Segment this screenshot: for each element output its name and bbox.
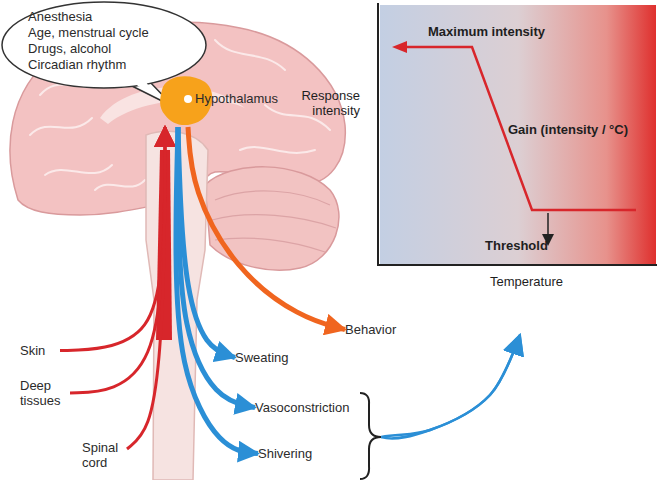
signal-arrow [312,335,520,454]
input-label: Deep tissues [20,378,70,408]
output-label: Behavior [345,322,396,337]
fold-line [215,191,330,205]
gyrus-line [95,180,145,190]
signal-arrow [349,335,520,439]
node-label: Spinal cord [82,440,127,470]
node-label: Vasoconstriction [255,400,349,415]
node-label: Circadian rhythm [28,57,126,72]
curve-arrowhead [392,41,407,53]
axis-label: Threshold [485,238,548,253]
axis-label: Gain (intensity / °C) [508,122,628,137]
node-label: Deep tissues [20,378,70,408]
cerebellum [205,167,339,270]
input-label: Skin [20,343,60,358]
response-graph: Maximum intensityResponse intensityGain … [300,0,660,335]
node-label: Anesthesia [28,9,92,24]
node-label: Skin [20,343,60,358]
signal-arrow [60,127,165,351]
hypothalamus-dot [184,95,192,103]
fold-line [215,238,325,252]
cerebellum-folds [212,191,336,252]
brain-region: Hypothalamus [150,70,285,127]
axis-label: Temperature [490,274,563,289]
node-label: Shivering [258,446,312,461]
temperature-gradient [380,5,656,264]
output-label: Shivering [258,446,312,461]
input-label: Spinal cord [82,440,127,470]
signal-arrow [70,127,165,393]
graph-axes [378,3,657,265]
brainstem-spinal-cord [146,131,208,480]
node-label: Age, menstrual cycle [28,25,149,40]
gyrus-line [30,118,92,135]
output-label: Vasoconstriction [255,400,349,415]
signal-arrow [178,127,255,408]
bubble-outline [2,2,206,88]
response-curve [404,47,636,210]
output-label: Sweating [235,350,288,365]
signal-arrow [188,127,345,330]
graph-outline [300,0,660,335]
node-label: Hypothalamus [195,91,278,106]
curly-brace [360,393,381,479]
gyrus-line [240,147,315,153]
signal-arrow [176,127,258,454]
gyrus-line [215,40,285,70]
bubble-joint [136,82,150,88]
node-label: Drugs, alcohol [28,41,111,56]
signal-arrow [178,127,235,358]
afferent-trunk [156,150,172,340]
node-label: Sweating [235,350,288,365]
signal-arrow [127,127,165,449]
axis-label: Response intensity [294,88,360,118]
axis-label: Maximum intensity [428,24,545,39]
node-label: Behavior [345,322,396,337]
gyrus-line [45,165,112,175]
threshold-arrow [547,213,549,236]
fold-line [212,215,336,228]
